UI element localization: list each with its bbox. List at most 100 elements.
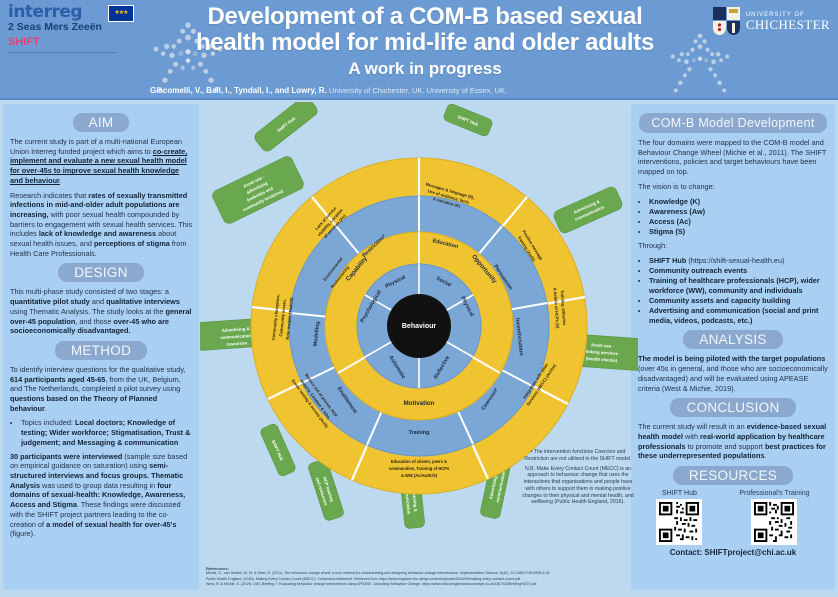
references-title: References: [206, 565, 229, 571]
wheel-outer-label-community: Community champions, [271, 294, 281, 341]
svg-text:(health checks): (health checks) [586, 356, 618, 363]
method-c: , from the UK, Belgium, and The Netherla… [10, 374, 181, 394]
contact-email[interactable]: Contact: SHIFTproject@chi.ac.uk [669, 548, 797, 558]
method-b2: questions based on the Theory of Planned… [10, 394, 158, 413]
footnote-nb: N.B. Make Every Contact Count (MECC) is … [522, 465, 634, 506]
analysis-paragraph: The model is being piloted with the targ… [638, 354, 828, 393]
comb-through-list: SHIFT Hub (https://shift-sexual-health.e… [638, 256, 828, 326]
comb-through-lead: Through: [638, 240, 668, 250]
section-heading-design: DESIGN [58, 263, 144, 283]
method-e-d: was used to group data resulting in [40, 480, 158, 490]
design-paragraph: This multi-phase study consisted of two … [10, 287, 192, 336]
wheel-footnote: • The intervention functions Coercion an… [520, 449, 636, 506]
aim-p1-end: . [59, 175, 62, 185]
list-item: Advertising and communication (social an… [649, 306, 828, 325]
list-item: Community assets and capacity building [649, 296, 828, 306]
wheel-label-incentivisation: Incentivisation [514, 318, 524, 356]
list-item: Knowledge (K) [649, 197, 828, 207]
method-e-b5: a model of sexual health for over-45's [46, 519, 177, 529]
method-e-b1: 30 participants were interviewed [10, 451, 123, 461]
method-d: . [44, 403, 47, 413]
method-e-f: (figure). [10, 529, 36, 539]
aim-p2-b3: perceptions of stigma [93, 239, 170, 249]
university-prefix: UNIVERSITY OF [745, 11, 805, 18]
eu-flag-icon: ★★★ [108, 5, 134, 22]
conclusion-b2: real-world application by healthcare pro… [638, 431, 825, 451]
aim-p2-a: Research indicates that [10, 190, 89, 200]
svg-text:communication: communication [220, 333, 252, 340]
method-e-a: (sample size based on empirical guidance… [10, 451, 188, 471]
conclusion-paragraph: The current study will result in an evid… [638, 422, 828, 461]
reference-line: Michie, S., van Stralen, M. M. & West, R… [206, 571, 550, 576]
reference-line: Public Health England. (2016). Making Ev… [206, 576, 521, 581]
aim-p2-d: about sexual health issues, and [10, 229, 177, 249]
design-b2: qualitative interviews [106, 297, 180, 307]
qr-item-professionals-training[interactable]: Professional's Training [739, 490, 810, 546]
wheel-outer-label-hcp-attitudes: Training, attitudes [560, 290, 567, 326]
reference-line: West, R. & Michie, S. (2019). LMC Briefi… [206, 581, 537, 586]
aim-paragraph-1: The current study is part of a multi-nat… [10, 137, 192, 186]
aim-p1-lead: The current study is part of a multi-nat… [10, 137, 182, 156]
qr-code-row: SHIFT Hub [638, 490, 828, 546]
method-e-b3: Thematic Analysis [10, 470, 184, 490]
svg-text:Role models (Aw/K/S): Role models (Aw/K/S) [285, 297, 294, 340]
aim-p2-c: with poor sexual health compounded by ba… [10, 209, 192, 239]
footnote-asterisk: • The intervention functions Coercion an… [524, 449, 632, 462]
section-heading-resources: RESOURCES [672, 466, 794, 486]
wheel-label-motivation: Motivation [404, 400, 435, 407]
green-tab-label: Asset use - [591, 342, 615, 349]
university-name: CHICHESTER [745, 16, 830, 32]
method-e-e: . These findings were discussed with the… [10, 500, 181, 529]
method-paragraph-1: To identify interview questions for the … [10, 365, 192, 414]
design-b1: quantitative pilot study [10, 297, 90, 307]
shield-icon [712, 7, 740, 35]
wheel-center-label: Behaviour [402, 323, 437, 330]
green-tab-label: Advertising & [411, 484, 419, 512]
interreg-wordmark: interreg [8, 2, 83, 22]
center-stage: SHIFT Hub Asset use - advertising (websi… [200, 102, 638, 590]
author-names: Giacomelli, V., Ball, I., Tyndall, I., a… [150, 86, 327, 95]
qr-item-shift-hub[interactable]: SHIFT Hub [656, 490, 703, 546]
section-heading-aim: AIM [72, 113, 130, 132]
qr-code-icon [659, 502, 700, 543]
university-logo: UNIVERSITY OF CHICHESTER [712, 6, 830, 36]
svg-text:& WW (Ac/Aw/K/S): & WW (Ac/Aw/K/S) [401, 473, 438, 478]
list-item: Training of healthcare professionals (HC… [649, 276, 828, 295]
title-block: Development of a COM-B based sexual heal… [190, 4, 660, 79]
svg-text:communication: communication [495, 471, 507, 503]
analysis-a: (over 45s in general, and those who are … [638, 364, 828, 393]
svg-text:& beliefs of HCPs (S): & beliefs of HCPs (S) [553, 288, 561, 330]
qr-code-professionals-training[interactable] [751, 499, 798, 546]
method-e-b4: four domains of sexual-health: Knowledge… [10, 480, 186, 510]
design-c: and [89, 297, 107, 307]
list-item: Stigma (S) [649, 227, 828, 237]
comb-wheel-diagram: SHIFT Hub Asset use - advertising (websi… [200, 102, 638, 529]
aim-p1-emphasis: co-create, implement and evaluate a new … [10, 146, 188, 185]
list-item: Community outreach events [649, 266, 828, 276]
method-bullet-bold: Local doctors; Knowledge of testing; Wid… [21, 418, 191, 447]
list-item: Topics included: Local doctors; Knowledg… [21, 418, 192, 447]
section-heading-analysis: ANALYSIS [683, 330, 783, 350]
comb-vision-list: Knowledge (K) Awareness (Aw) Access (Ac)… [638, 197, 828, 237]
method-bullet-lead: Topics included: [21, 418, 75, 428]
green-tab-label: Advertising & [488, 471, 499, 499]
page-subtitle: A work in progress [348, 58, 502, 78]
left-column: AIM The current study is part of a multi… [3, 104, 199, 590]
aim-p2-b1: rates of sexually transmitted infections… [10, 190, 188, 219]
design-d: using Thematic Analysis. The study looks… [10, 306, 166, 316]
green-tab-label: Advertising & [222, 326, 250, 333]
qr-code-shift-hub[interactable] [656, 499, 703, 546]
wheel-label-modelling: Modelling [313, 321, 322, 347]
wheel-center-hub [387, 294, 451, 358]
method-paragraph-2: 30 participants were interviewed (sample… [10, 452, 192, 539]
author-line: Giacomelli, V., Ball, I., Tyndall, I., a… [150, 86, 710, 95]
svg-text:linking services: linking services [586, 349, 619, 356]
comb-paragraph: The four domains were mapped to the COM-… [638, 138, 827, 177]
svg-text:Community assets,: Community assets, [278, 299, 287, 337]
analysis-b1: The model is being piloted with the targ… [638, 354, 826, 364]
eu-stars: ★★★ [114, 10, 128, 16]
method-e-b2: semi-structured interviews and focus gro… [10, 461, 169, 480]
section-heading-conclusion: CONCLUSION [670, 398, 796, 418]
star-decoration-right [670, 33, 730, 93]
